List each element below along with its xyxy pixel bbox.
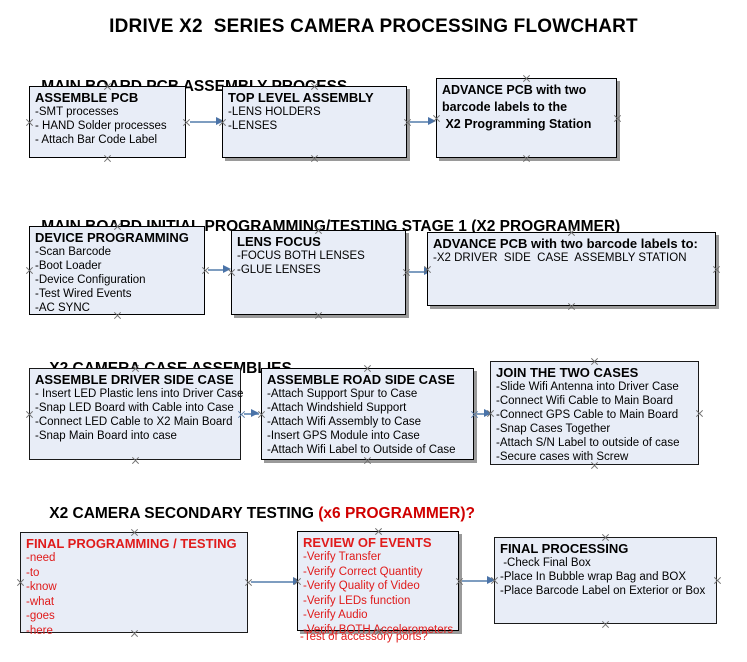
connector-line — [190, 121, 218, 123]
connector-line — [251, 581, 298, 583]
node-line: -Connect GPS Cable to Main Board — [496, 409, 679, 421]
node-line: -AC SYNC — [35, 302, 90, 314]
node-title: ADVANCE PCB with two barcode labels to: — [433, 236, 698, 251]
node-line: -Test Wired Events — [35, 288, 132, 300]
node-title: TOP LEVEL ASSEMBLY — [228, 90, 374, 105]
node-line: barcode labels to the — [442, 100, 568, 114]
node-line: -Boot Loader — [35, 260, 102, 272]
node-line: -LENS HOLDERS — [228, 106, 321, 118]
node-title: FINAL PROGRAMMING / TESTING — [26, 536, 237, 551]
node-line: -Secure cases with Screw — [496, 451, 629, 463]
page-title: IDRIVE X2 SERIES CAMERA PROCESSING FLOWC… — [109, 16, 638, 37]
node-line: -Place In Bubble wrap Bag and BOX — [500, 571, 687, 583]
node-final-programming-testing[interactable]: FINAL PROGRAMMING / TESTING -need -to -k… — [20, 532, 248, 637]
node-line: -Slide Wifi Antenna into Driver Case — [496, 381, 679, 393]
connector-line — [462, 580, 492, 582]
node-title: ASSEMBLE ROAD SIDE CASE — [267, 372, 455, 387]
node-title: JOIN THE TWO CASES — [496, 365, 639, 380]
node-title: ASSEMBLE PCB — [35, 90, 139, 105]
connector-arrowhead — [216, 117, 224, 125]
node-line: -here — [26, 624, 53, 637]
node-line: -Connect Wifi Cable to Main Board — [496, 395, 674, 407]
node-line: -Verify Transfer — [303, 551, 381, 563]
node-line: ADVANCE PCB with two — [442, 83, 587, 97]
connector-arrowhead — [428, 117, 436, 125]
node-line: -goes — [26, 610, 55, 622]
node-line: -Device Configuration — [35, 274, 146, 286]
node-line: -Verify LEDs function — [303, 594, 411, 607]
node-line: -LENSES — [228, 120, 278, 132]
node-line: - Insert LED Plastic lens into Driver Ca… — [35, 388, 244, 400]
node-line: X2 Programming Station — [442, 117, 592, 131]
connector-arrowhead — [223, 265, 231, 273]
node-line: -Verify Quality of Video — [303, 580, 420, 592]
node-line: -Scan Barcode — [35, 246, 112, 258]
node-review-of-events[interactable]: REVIEW OF EVENTS -Verify Transfer -Verif… — [297, 531, 459, 636]
node-line: -to — [26, 566, 40, 579]
node-line: -X2 DRIVER SIDE CASE ASSEMBLY STATION — [433, 252, 687, 264]
node-line: -need — [26, 552, 56, 564]
node-line: -Snap Main Board into case — [35, 430, 177, 442]
node-line: -Attach Wifi Label to Outside of Case — [267, 444, 456, 456]
node-advance-pcb-programming-station[interactable]: ADVANCE PCB with two barcode labels to t… — [436, 78, 617, 158]
node-line: -Attach Wifi Assembly to Case — [267, 416, 422, 428]
node-line: -Snap LED Board with Cable into Case — [35, 402, 234, 414]
node-advance-pcb-driver-side[interactable]: ADVANCE PCB with two barcode labels to: … — [427, 232, 716, 306]
connector-arrowhead — [251, 409, 259, 417]
section-heading-4: X2 CAMERA SECONDARY TESTING (x6 PROGRAMM… — [32, 487, 475, 541]
node-line: -Attach S/N Label to outside of case — [496, 437, 680, 449]
connector-line — [208, 269, 226, 271]
connector-arrowhead — [484, 409, 492, 417]
section-heading-4-accent: (x6 PROGRAMMER)? — [318, 505, 475, 522]
node-line: - Attach Bar Code Label — [35, 134, 158, 146]
node-line: -Attach Windshield Support — [267, 402, 407, 414]
node-line: -know — [26, 581, 57, 593]
connector-line — [409, 271, 426, 273]
node-line: -Connect LED Cable to X2 Main Board — [35, 416, 233, 428]
node-line: -SMT processes — [35, 106, 119, 118]
node-line: -FOCUS BOTH LENSES — [237, 250, 365, 262]
section-heading-4-text: X2 CAMERA SECONDARY TESTING — [49, 505, 319, 522]
node-lens-focus[interactable]: LENS FOCUS -FOCUS BOTH LENSES -GLUE LENS… — [231, 230, 406, 315]
node-line: -Place Barcode Label on Exterior or Box — [500, 585, 706, 597]
node-line: - HAND Solder processes — [35, 120, 167, 132]
node-device-programming[interactable]: DEVICE PROGRAMMING -Scan Barcode -Boot L… — [29, 226, 205, 315]
node-title: LENS FOCUS — [237, 234, 321, 249]
connector-arrowhead — [487, 576, 495, 584]
node-top-level-assembly[interactable]: TOP LEVEL ASSEMBLY -LENS HOLDERS -LENSES — [222, 86, 407, 158]
node-join-the-two-cases[interactable]: JOIN THE TWO CASES -Slide Wifi Antenna i… — [490, 361, 699, 465]
node-final-processing[interactable]: FINAL PROCESSING -Check Final Box -Place… — [494, 537, 717, 624]
node-assemble-road-side-case[interactable]: ASSEMBLE ROAD SIDE CASE -Attach Support … — [261, 368, 474, 460]
node-title: FINAL PROCESSING — [500, 541, 629, 556]
node-line: -Snap Cases Together — [496, 423, 611, 435]
node-line: -GLUE LENSES — [237, 264, 321, 276]
node-line: -Insert GPS Module into Case — [267, 430, 420, 442]
node-line: -Verify BOTH Accelerometers — [303, 623, 454, 636]
node-title: DEVICE PROGRAMMING — [35, 230, 189, 245]
node-assemble-pcb[interactable]: ASSEMBLE PCB -SMT processes - HAND Solde… — [29, 86, 186, 158]
node-title: REVIEW OF EVENTS — [303, 535, 432, 550]
node-overflow-line: -Test of accessory ports? — [300, 631, 428, 643]
node-line: -Verify Correct Quantity — [303, 565, 423, 578]
node-title: ASSEMBLE DRIVER SIDE CASE — [35, 372, 234, 387]
connector-line — [410, 121, 431, 123]
node-line: -Attach Support Spur to Case — [267, 388, 418, 400]
node-line: -Check Final Box — [500, 557, 591, 569]
node-line: -Verify Audio — [303, 609, 368, 621]
node-assemble-driver-side-case[interactable]: ASSEMBLE DRIVER SIDE CASE - Insert LED P… — [29, 368, 244, 460]
node-line: -what — [26, 595, 55, 608]
